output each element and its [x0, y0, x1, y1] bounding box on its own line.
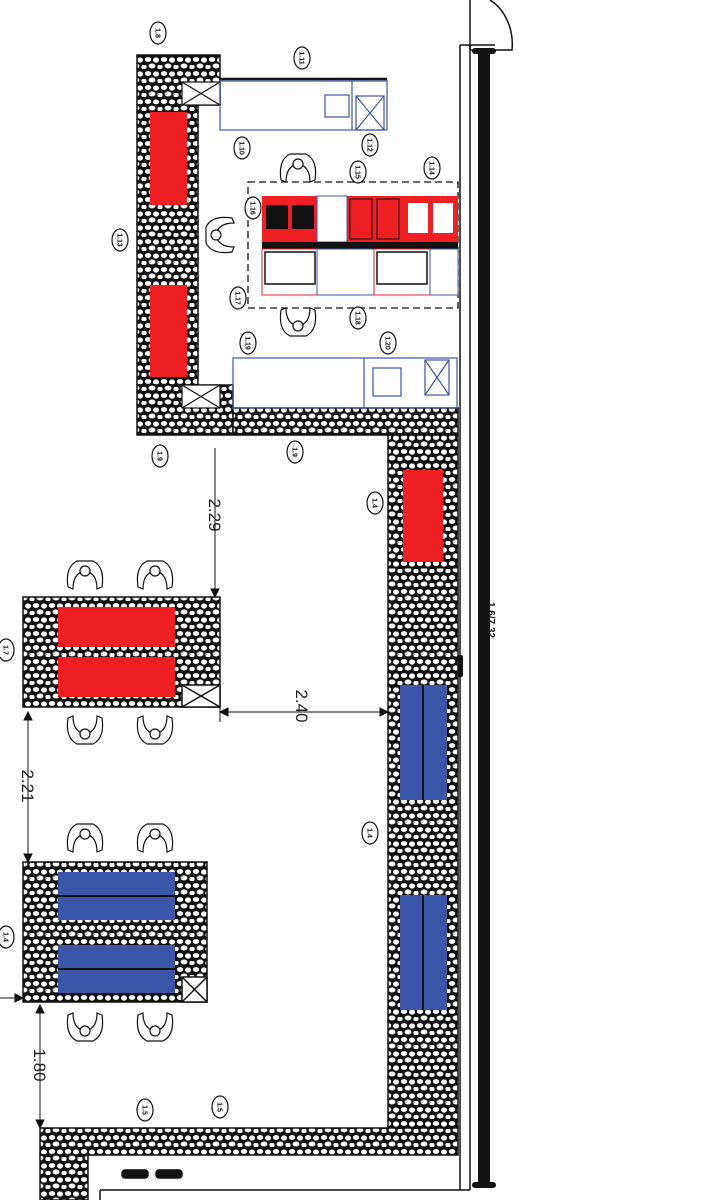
tag-label: 1.5	[141, 1105, 148, 1115]
tag-bubble: 1.16	[244, 196, 262, 220]
tag-bubble: 1.9	[151, 444, 169, 468]
tag-label: 1.9	[156, 451, 163, 461]
tag-bubble: 1.17	[229, 286, 247, 310]
tag-bubble: 1.4	[361, 821, 379, 845]
tag-bubble: 1.11	[293, 46, 311, 70]
tag-label: 1.12	[366, 138, 373, 152]
tag-label: 1.17	[234, 291, 241, 305]
tag-label: 1.9	[291, 447, 298, 457]
tag-label: 1.4	[366, 828, 373, 838]
tag-label: 1.16	[249, 201, 256, 215]
tag-bubble: 1.18	[349, 306, 367, 330]
tag-bubble: 1.10	[233, 136, 251, 160]
tag-bubble: 1.15	[349, 160, 367, 184]
tag-bubble: 1.20	[379, 331, 397, 355]
table-red	[22, 596, 221, 708]
door-swing	[469, 0, 514, 51]
tag-label: 1.13	[116, 233, 123, 247]
total-length-label: 1.6/7.32	[485, 602, 496, 639]
top-counter	[219, 77, 388, 131]
tag-label: 1.11	[298, 51, 305, 64]
tag-bubbles: 1.8 1.11 1.10 1.12 1.13 1.14 1.15 1.16 1.17 1.18 1…	[0, 21, 441, 1122]
tag-label: 1.7	[2, 645, 9, 655]
tag-label: 1.5	[216, 1102, 223, 1112]
tag-bubble: 1.7	[0, 638, 15, 662]
dimension-label: 1.80	[30, 1048, 49, 1081]
tag-label: 1.19	[244, 336, 251, 350]
table-blue	[22, 861, 208, 1003]
dimension-label: 2.40	[292, 689, 311, 722]
bench-cushions	[150, 112, 458, 1010]
tag-label: 1.4	[371, 498, 378, 508]
cooking-island	[247, 181, 459, 309]
tag-label: 1.8	[154, 28, 161, 38]
dimension-lines	[0, 448, 390, 1130]
tag-label: 1.10	[238, 141, 245, 155]
dimension-label: 2.21	[18, 769, 37, 802]
tag-label: 1.18	[354, 311, 361, 325]
tag-bubble: 1.12	[361, 133, 379, 157]
tag-bubble: 1.14	[423, 156, 441, 180]
tag-bubble: 1.4	[366, 491, 384, 515]
dimension-label: 2.29	[205, 498, 224, 531]
tag-label: 1.14	[428, 161, 435, 175]
tag-label: 1.20	[384, 336, 391, 350]
storage-box	[181, 81, 221, 409]
tag-bubble: 1.4	[0, 925, 15, 949]
exterior-wall	[99, 44, 496, 1200]
tag-label: 1.4	[2, 932, 9, 942]
tag-bubble: 1.8	[149, 21, 167, 45]
tag-bubble: 1.19	[239, 331, 257, 355]
tag-bubble: 1.13	[111, 228, 129, 252]
bottom-counter	[232, 357, 458, 409]
tag-bubble: 1.9	[286, 440, 304, 464]
tag-label: 1.15	[354, 165, 361, 179]
tag-bubble: 1.5	[136, 1098, 154, 1122]
tag-bubble: 1.5	[211, 1095, 229, 1119]
